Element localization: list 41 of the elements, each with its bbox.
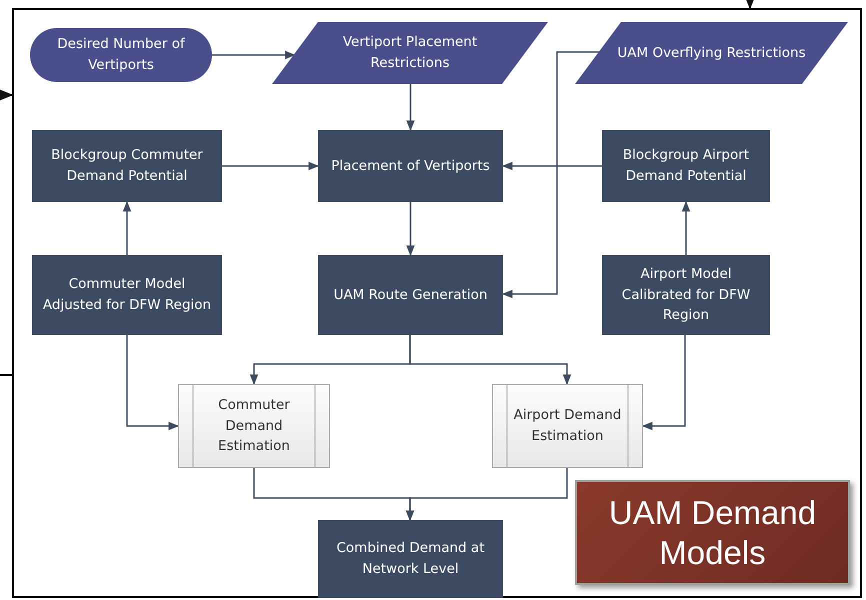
process-box	[602, 130, 770, 202]
arrow	[502, 162, 602, 170]
title-panel	[575, 480, 850, 585]
node-label: Blockgroup Commuter Demand Potential	[50, 146, 204, 186]
arrow	[642, 335, 686, 430]
incoming-arrow	[744, 0, 756, 10]
arrow	[502, 51, 600, 298]
process-box	[32, 130, 222, 202]
predefined-process-box	[492, 384, 643, 468]
node-label: UAM Demand Models	[608, 492, 818, 572]
input-parallelogram	[575, 22, 848, 84]
node-label: Vertiport Placement Restrictions	[342, 33, 478, 73]
process-box	[32, 255, 222, 335]
predefined-process-box	[178, 384, 330, 468]
node-label: Airport Model Calibrated for DFW Region	[620, 264, 752, 326]
node-label: Desired Number of Vertiports	[56, 35, 186, 75]
input-parallelogram	[272, 22, 548, 84]
node-label: Placement of Vertiports	[331, 156, 490, 176]
arrow	[212, 50, 296, 60]
node-label: Airport Demand Estimation	[512, 406, 622, 446]
process-box	[318, 520, 503, 598]
arrow	[406, 84, 415, 132]
process-box	[318, 255, 503, 335]
node-label: Blockgroup Airport Demand Potential	[622, 146, 750, 186]
frame-border	[12, 8, 862, 598]
arrow	[682, 200, 690, 255]
node-label: UAM Overflying Restrictions	[616, 44, 807, 63]
node-label: Commuter Model Adjusted for DFW Region	[42, 275, 212, 315]
process-box	[318, 130, 503, 202]
arrow	[126, 335, 180, 430]
arrow	[122, 200, 132, 255]
process-box	[602, 255, 770, 335]
arrow	[409, 335, 572, 386]
node-label: Combined Demand at Network Level	[336, 539, 486, 579]
node-label: UAM Route Generation	[334, 286, 488, 305]
arrow	[222, 162, 320, 170]
node-label: Commuter Demand Estimation	[217, 396, 291, 456]
arrow	[406, 468, 568, 522]
arrow	[406, 202, 415, 256]
incoming-arrow	[0, 89, 14, 101]
terminator-shape	[30, 28, 212, 82]
